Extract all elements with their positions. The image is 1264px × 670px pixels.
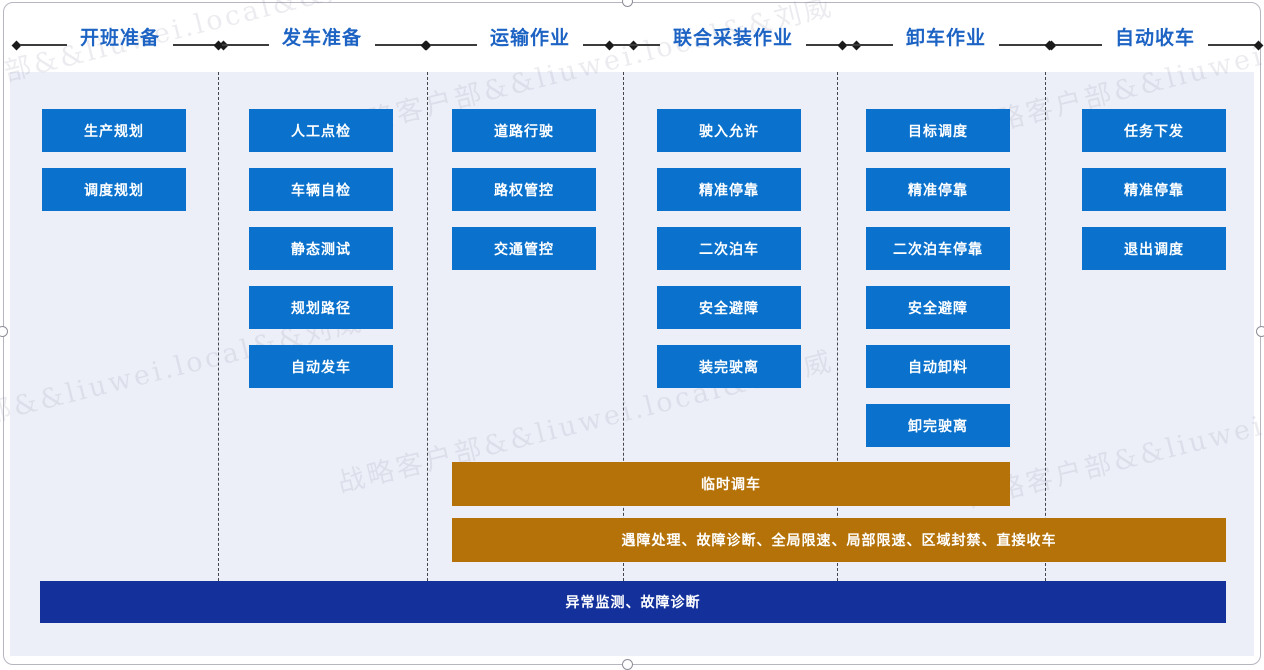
task-box[interactable]: 人工点检 xyxy=(249,109,393,152)
task-box[interactable]: 精准停靠 xyxy=(866,168,1010,211)
task-box[interactable]: 装完驶离 xyxy=(657,345,801,388)
task-box[interactable]: 生产规划 xyxy=(42,109,186,152)
header-line xyxy=(429,44,477,46)
header-line xyxy=(1054,44,1102,46)
phase-header-joint-loading: 联合采装作业 xyxy=(604,14,862,58)
phase-title: 运输作业 xyxy=(489,27,571,49)
column-departure-prep: 人工点检 车辆自检 静态测试 规划路径 自动发车 xyxy=(249,109,393,404)
column-divider xyxy=(1045,72,1046,581)
temporary-dispatch-bar[interactable]: 临时调车 xyxy=(452,462,1010,506)
header-line xyxy=(845,44,893,46)
task-box[interactable]: 任务下发 xyxy=(1082,109,1226,152)
task-box[interactable]: 静态测试 xyxy=(249,227,393,270)
column-joint-loading: 驶入允许 精准停靠 二次泊车 安全避障 装完驶离 xyxy=(657,109,801,404)
column-divider xyxy=(427,72,428,581)
task-box[interactable]: 二次泊车停靠 xyxy=(866,227,1010,270)
task-box[interactable]: 自动发车 xyxy=(249,345,393,388)
task-box[interactable]: 驶入允许 xyxy=(657,109,801,152)
task-box[interactable]: 交通管控 xyxy=(452,227,596,270)
phase-header-departure-prep: 发车准备 xyxy=(213,14,431,58)
phase-title: 卸车作业 xyxy=(905,27,987,49)
column-shift-start: 生产规划 调度规划 xyxy=(42,109,186,227)
column-transport: 道路行驶 路权管控 交通管控 xyxy=(452,109,596,286)
task-box[interactable]: 路权管控 xyxy=(452,168,596,211)
header-line xyxy=(375,44,423,46)
resize-handle-bottom[interactable] xyxy=(622,659,633,670)
phase-header-unloading: 卸车作业 xyxy=(837,14,1055,58)
diamond-icon xyxy=(1253,40,1264,50)
column-divider xyxy=(623,72,624,581)
header-line xyxy=(173,44,221,46)
phase-title: 开班准备 xyxy=(79,27,161,49)
header-line xyxy=(221,44,269,46)
task-box[interactable]: 安全避障 xyxy=(866,286,1010,329)
phase-header-auto-return: 自动收车 xyxy=(1046,14,1264,58)
task-box[interactable]: 规划路径 xyxy=(249,286,393,329)
diagram-panel xyxy=(10,72,1254,656)
resize-handle-left[interactable] xyxy=(0,326,8,337)
column-divider xyxy=(837,72,838,581)
resize-handle-right[interactable] xyxy=(1256,326,1264,337)
task-box[interactable]: 精准停靠 xyxy=(1082,168,1226,211)
task-box[interactable]: 调度规划 xyxy=(42,168,186,211)
task-box[interactable]: 卸完驶离 xyxy=(866,404,1010,447)
task-box[interactable]: 安全避障 xyxy=(657,286,801,329)
exception-operations-bar[interactable]: 遇障处理、故障诊断、全局限速、局部限速、区域封禁、直接收车 xyxy=(452,518,1226,562)
header-line xyxy=(1208,44,1256,46)
phase-header-shift-start: 开班准备 xyxy=(11,14,229,58)
task-box[interactable]: 车辆自检 xyxy=(249,168,393,211)
phase-header-transport: 运输作业 xyxy=(421,14,639,58)
task-box[interactable]: 二次泊车 xyxy=(657,227,801,270)
column-auto-return: 任务下发 精准停靠 退出调度 xyxy=(1082,109,1226,286)
task-box[interactable]: 目标调度 xyxy=(866,109,1010,152)
column-divider xyxy=(218,72,219,581)
header-line xyxy=(999,44,1047,46)
phase-title: 发车准备 xyxy=(281,27,363,49)
task-box[interactable]: 自动卸料 xyxy=(866,345,1010,388)
header-line xyxy=(19,44,67,46)
monitoring-bar[interactable]: 异常监测、故障诊断 xyxy=(40,581,1226,623)
header-line xyxy=(612,44,660,46)
task-box[interactable]: 道路行驶 xyxy=(452,109,596,152)
column-unloading: 目标调度 精准停靠 二次泊车停靠 安全避障 自动卸料 卸完驶离 xyxy=(866,109,1010,463)
header-line xyxy=(806,44,854,46)
phase-title: 自动收车 xyxy=(1114,27,1196,49)
resize-handle-top[interactable] xyxy=(622,0,633,7)
phase-title: 联合采装作业 xyxy=(672,27,794,49)
task-box[interactable]: 退出调度 xyxy=(1082,227,1226,270)
task-box[interactable]: 精准停靠 xyxy=(657,168,801,211)
